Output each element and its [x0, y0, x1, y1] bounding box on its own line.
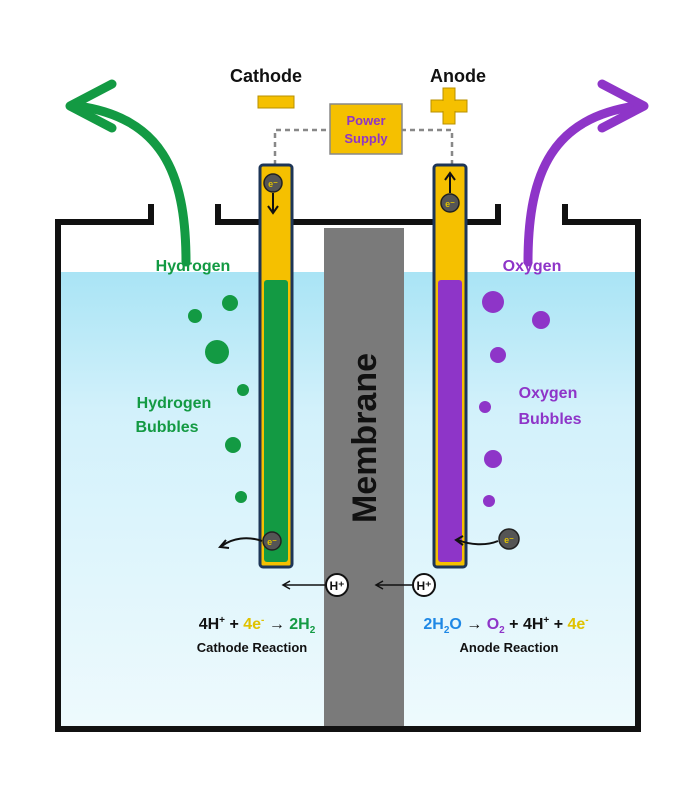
svg-text:e⁻: e⁻ — [267, 537, 277, 547]
anode-electron-icon: e⁻ — [454, 528, 520, 550]
oxygen-outlet-arrow — [523, 101, 641, 267]
svg-text:H⁺: H⁺ — [417, 579, 432, 593]
tank-lid-center — [215, 204, 501, 225]
cathode-reaction-caption: Cathode Reaction — [197, 640, 308, 655]
hydrogen-bubble — [237, 384, 249, 396]
hydrogen-bubble — [205, 340, 229, 364]
anode-wire — [402, 128, 454, 165]
minus-sign-icon — [257, 95, 295, 109]
cathode-electrode — [258, 163, 294, 569]
oxygen-label: Oxygen — [503, 258, 562, 275]
anode-top-electron-icon: e⁻ — [440, 171, 460, 213]
svg-text:e⁻: e⁻ — [268, 179, 278, 189]
hydrogen-outlet-arrowhead — [65, 79, 117, 133]
anode-electrode — [432, 163, 468, 569]
hydrogen-bubble — [225, 437, 241, 453]
oxygen-bubble — [532, 311, 550, 329]
oxygen-bubbles — [479, 291, 550, 507]
hydrogen-outlet-arrow — [73, 101, 191, 267]
proton-right-icon: H⁺ — [374, 573, 436, 597]
cathode-wire — [273, 128, 330, 165]
cathode-equation: 4H+ + 4e- → 2H2 — [199, 615, 316, 636]
power-supply-line1: Power — [346, 113, 385, 128]
anode-reaction-caption: Anode Reaction — [460, 640, 559, 655]
membrane — [324, 228, 404, 729]
cathode-bottom-electron-icon: e⁻ — [218, 531, 282, 551]
hydrogen-bubble — [222, 295, 238, 311]
power-supply: Power Supply — [329, 103, 403, 155]
oxygen-bubble — [484, 450, 502, 468]
plus-sign-icon — [430, 87, 468, 125]
hydrogen-bubble — [188, 309, 202, 323]
membrane-label: Membrane — [346, 353, 384, 523]
hydrogen-label: Hydrogen — [156, 258, 231, 275]
oxygen-bubble — [483, 495, 495, 507]
oxygen-bubbles-label-line1: Oxygen — [519, 385, 578, 402]
hydrogen-bubbles — [188, 295, 249, 503]
svg-text:e⁻: e⁻ — [504, 535, 514, 545]
hydrogen-bubble — [235, 491, 247, 503]
cathode-title: Cathode — [230, 66, 302, 86]
tank-left-wall — [55, 204, 154, 729]
oxygen-bubble — [482, 291, 504, 313]
power-supply-line2: Supply — [344, 131, 388, 146]
svg-text:e⁻: e⁻ — [445, 199, 455, 209]
tank-right-wall — [562, 204, 641, 729]
hydrogen-bubbles-label-line2: Bubbles — [135, 419, 198, 436]
oxygen-bubble — [490, 347, 506, 363]
oxygen-outlet-arrowhead — [597, 79, 649, 133]
oxygen-bubbles-label-line2: Bubbles — [518, 411, 581, 428]
hydrogen-bubbles-label-line1: Hydrogen — [137, 395, 212, 412]
proton-left-icon: H⁺ — [281, 573, 349, 597]
anode-equation: 2H2O → O2 + 4H+ + 4e- — [423, 615, 588, 636]
cathode-top-electron-icon: e⁻ — [263, 173, 283, 215]
oxygen-bubble — [479, 401, 491, 413]
anode-title: Anode — [430, 66, 486, 86]
svg-text:H⁺: H⁺ — [330, 579, 345, 593]
